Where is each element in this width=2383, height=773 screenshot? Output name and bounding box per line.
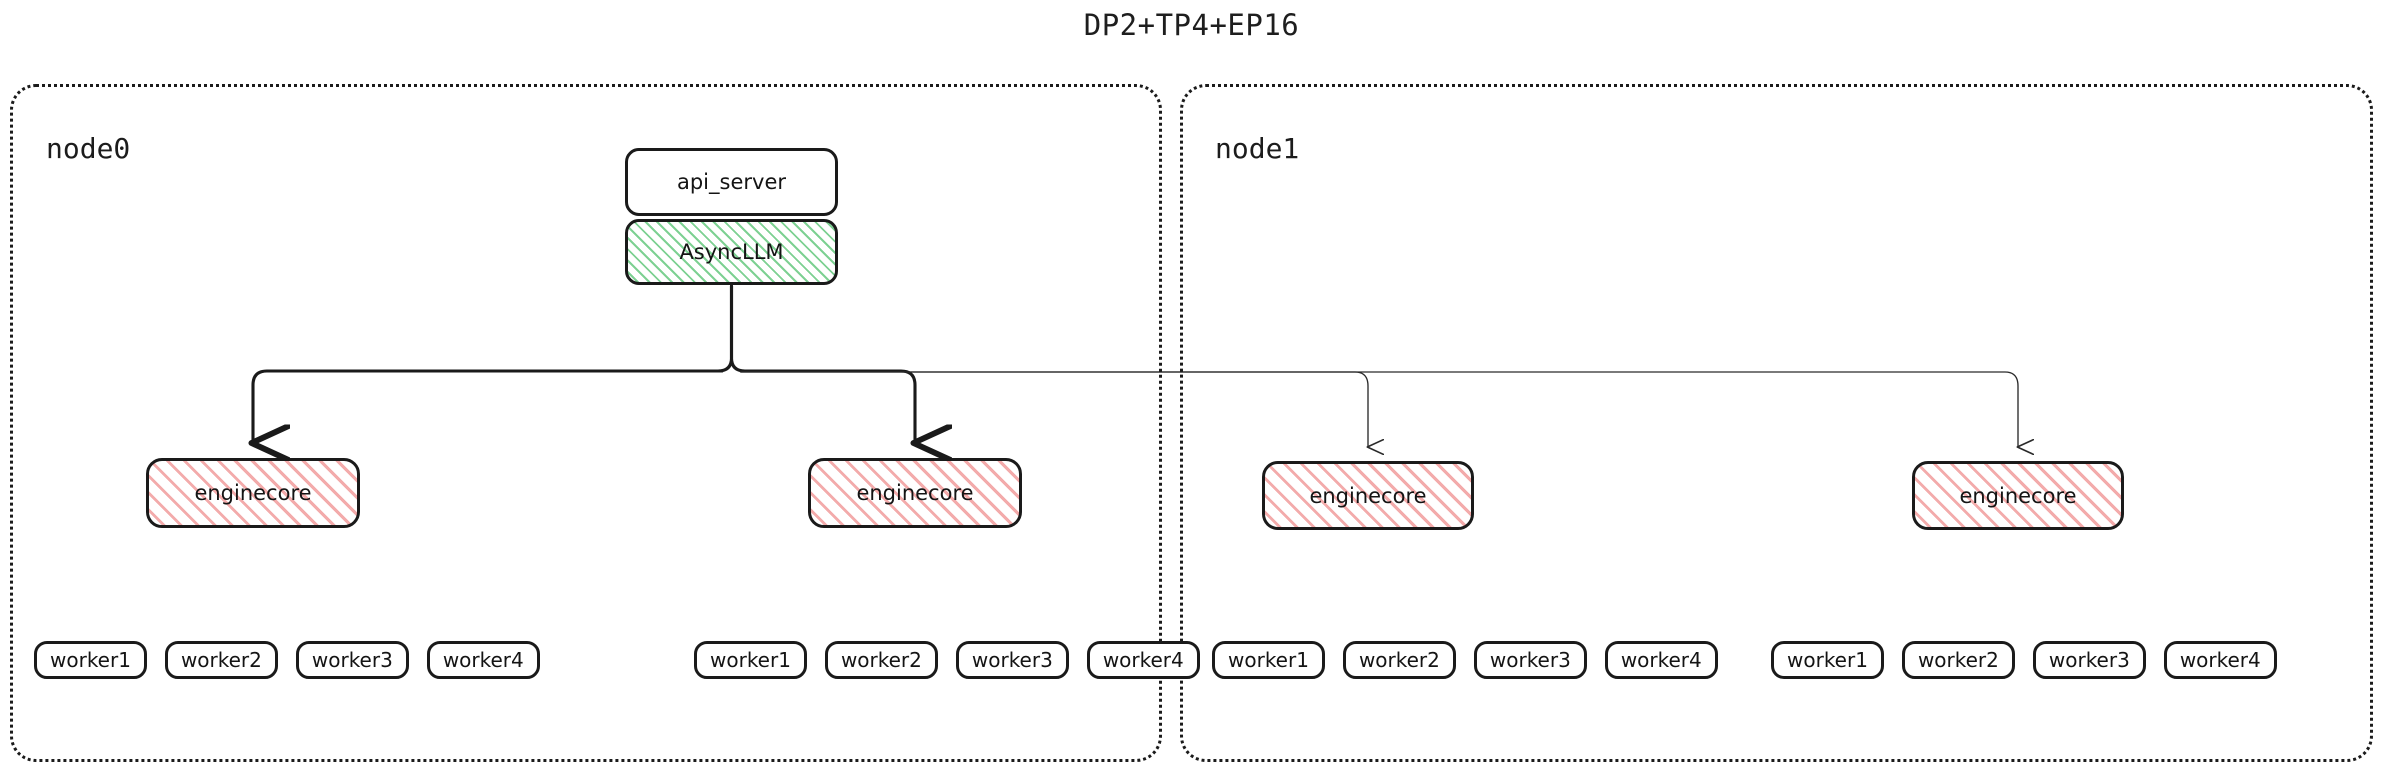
worker-box[interactable]: worker4 [1086,641,1200,679]
async-llm-box[interactable]: AsyncLLM [625,219,838,285]
worker-box[interactable]: worker2 [1901,641,2015,679]
worker-group: worker1 worker2 worker3 worker4 [1771,641,2277,679]
worker-box[interactable]: worker1 [694,641,807,679]
worker-box[interactable]: worker3 [1473,641,1587,679]
worker-box[interactable]: worker4 [2163,641,2277,679]
worker-box[interactable]: worker1 [34,641,147,679]
enginecore-box[interactable]: enginecore [808,458,1022,528]
worker-box[interactable]: worker1 [1771,641,1884,679]
node-container-node1 [1180,84,2373,762]
worker-box[interactable]: worker4 [426,641,540,679]
worker-box[interactable]: worker3 [2032,641,2146,679]
enginecore-box[interactable]: enginecore [1912,461,2124,530]
worker-group: worker1 worker2 worker3 worker4 [694,641,1200,679]
edge-to-enginecore-1 [739,369,915,443]
worker-box[interactable]: worker2 [824,641,938,679]
node-label-node0: node0 [46,132,131,165]
edge-to-enginecore-3 [740,371,2018,447]
worker-box[interactable]: worker4 [1604,641,1718,679]
node-container-node0 [10,84,1162,762]
worker-box[interactable]: worker1 [1212,641,1325,679]
api-server-box[interactable]: api_server [625,148,838,216]
edge-to-enginecore-0 [253,369,724,443]
worker-box[interactable]: worker3 [955,641,1069,679]
worker-box[interactable]: worker3 [295,641,409,679]
worker-box[interactable]: worker2 [1342,641,1456,679]
enginecore-box[interactable]: enginecore [146,458,360,528]
worker-group: worker1 worker2 worker3 worker4 [1212,641,1718,679]
worker-group: worker1 worker2 worker3 worker4 [34,641,540,679]
node-label-node1: node1 [1215,132,1300,165]
enginecore-box[interactable]: enginecore [1262,461,1474,530]
worker-box[interactable]: worker2 [164,641,278,679]
diagram-title: DP2+TP4+EP16 [1083,8,1300,42]
